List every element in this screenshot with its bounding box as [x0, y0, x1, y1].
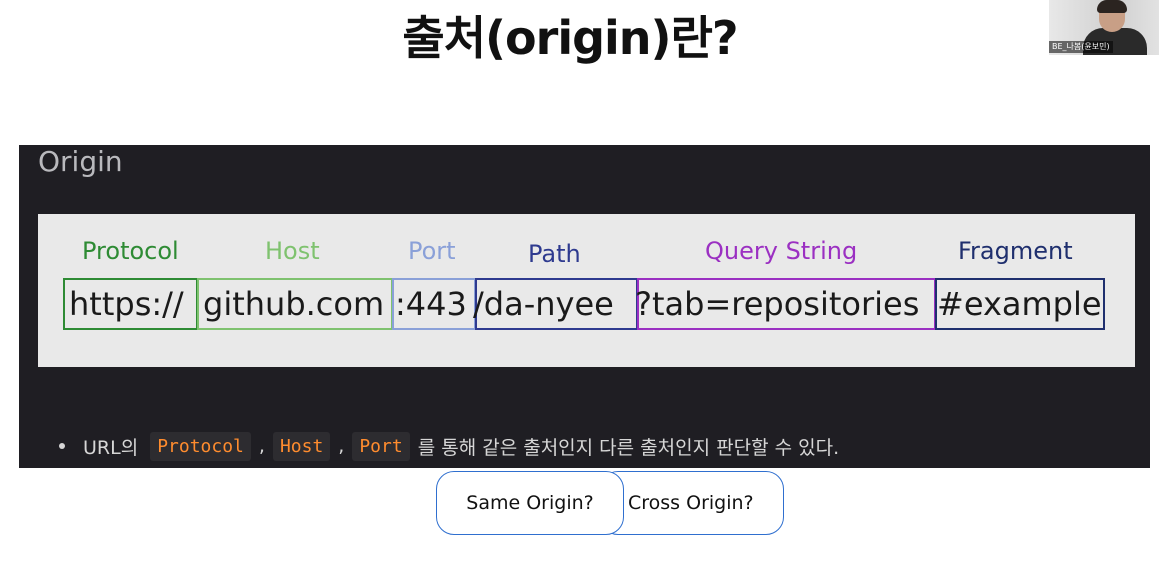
bullet-suffix: 를 통해 같은 출처인지 다른 출처인지 판단할 수 있다.: [417, 436, 840, 459]
bullet-item: URL의 Protocol , Host , Port 를 통해 같은 출처인지…: [59, 428, 839, 464]
same-origin-button[interactable]: Same Origin?: [436, 471, 624, 535]
segment-path-text: /da-nyee: [473, 285, 614, 323]
label-path: Path: [528, 240, 581, 268]
segment-host: github.com: [197, 278, 393, 330]
bullet-separator: ,: [258, 435, 265, 457]
label-host: Host: [265, 237, 320, 265]
label-protocol: Protocol: [82, 237, 179, 265]
segment-port-text: :443: [395, 285, 467, 323]
slide-title: 출처(origin)란?: [402, 11, 738, 65]
code-protocol: Protocol: [150, 431, 251, 461]
segment-path: /da-nyee: [473, 278, 638, 330]
label-query-string: Query String: [705, 237, 858, 265]
panel-heading: Origin: [38, 145, 123, 178]
segment-host-text: github.com: [203, 285, 385, 323]
person-hair: [1097, 0, 1127, 13]
participant-video: BE_나봄(윤보민): [1049, 0, 1159, 55]
segment-protocol-text: https://: [69, 285, 184, 323]
label-fragment: Fragment: [958, 237, 1073, 265]
bullet-prefix: URL의: [83, 436, 139, 459]
cross-origin-button[interactable]: Cross Origin?: [600, 471, 784, 535]
label-port: Port: [408, 237, 456, 265]
segment-fragment: #example: [935, 278, 1105, 330]
segment-protocol: https://: [63, 278, 198, 330]
code-host: Host: [272, 431, 331, 461]
segment-query-string-text: ?tab=repositories: [635, 285, 920, 323]
bullet-dot: [59, 443, 65, 449]
segment-query-string: ?tab=repositories: [635, 278, 936, 330]
bullet-separator: ,: [338, 435, 345, 457]
url-diagram: Protocol Host Port Path Query String Fra…: [38, 214, 1135, 367]
segment-fragment-text: #example: [937, 285, 1102, 323]
origin-panel: Origin Protocol Host Port Path Query Str…: [19, 145, 1150, 468]
participant-name-tag: BE_나봄(윤보민): [1049, 41, 1113, 53]
segment-port: :443: [392, 278, 476, 330]
code-port: Port: [352, 431, 410, 461]
